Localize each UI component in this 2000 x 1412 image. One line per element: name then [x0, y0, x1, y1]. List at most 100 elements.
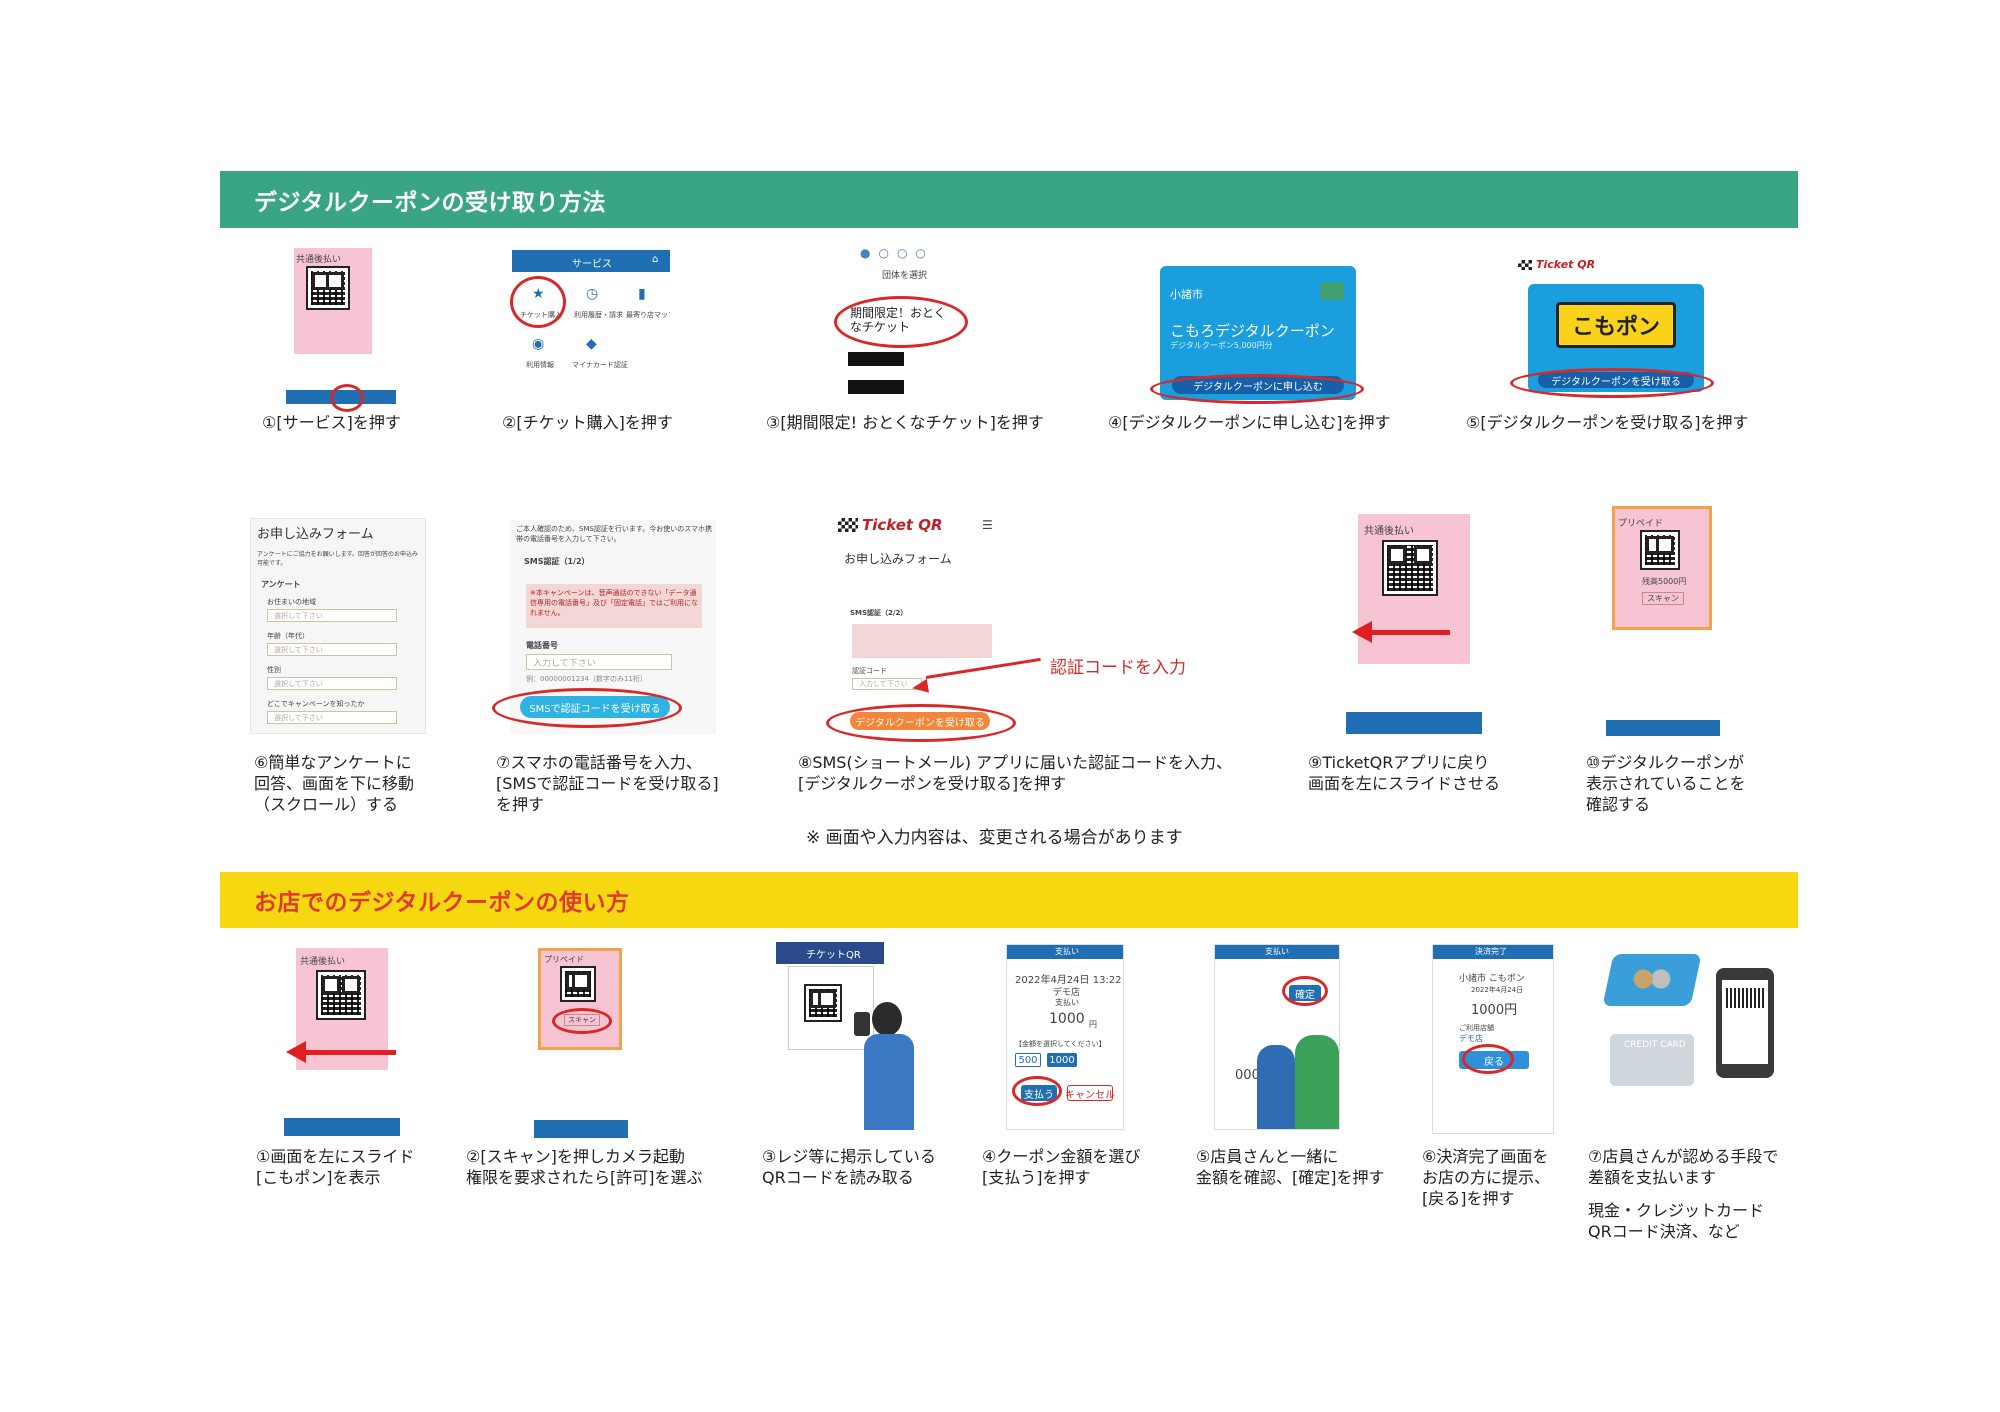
- qr-code: [560, 966, 596, 1002]
- bottom-nav: [284, 1118, 400, 1136]
- payment-amount: 1000: [1049, 1011, 1085, 1027]
- survey-select-2[interactable]: 選択して下さい: [267, 643, 397, 656]
- survey-section: アンケート: [261, 580, 301, 589]
- payment-label: 支払い: [1055, 998, 1079, 1007]
- camera-icon: ◉: [532, 336, 545, 352]
- step7-screenshot: ご本人確認のため、SMS認証を行います。今お使いのスマホ携帯の電話番号を入力して…: [510, 520, 716, 734]
- barcode-icon: [1726, 988, 1764, 1008]
- ticket-icon: ★: [532, 286, 545, 302]
- step1-caption: ①[サービス]を押す: [262, 413, 401, 432]
- use-step6-screenshot: 決済完了 小諸市 こもポン 2022年4月24日 1000円 ご利用店舗 デモ店…: [1432, 944, 1554, 1134]
- complete-header-label: 決済完了: [1475, 947, 1507, 956]
- qr-code: [1382, 540, 1438, 596]
- sms-intro: ご本人確認のため、SMS認証を行います。今お使いのスマホ携帯の電話番号を入力して…: [516, 525, 713, 543]
- use-step1-caption: ①画面を左にスライド [こもポン]を表示: [256, 1147, 415, 1187]
- qr-code: [316, 970, 366, 1020]
- coupon-title: こもろデジタルクーポン: [1170, 322, 1335, 340]
- receive-coupon-button[interactable]: デジタルクーポンを受け取る: [1538, 372, 1694, 388]
- step10-screenshot: プリペイド 残高5000円 スキャン: [1606, 506, 1720, 738]
- use-step1-screenshot: 共通後払い: [284, 948, 400, 1140]
- use-step5-caption: ⑤店員さんと一緒に 金額を確認、[確定]を押す: [1196, 1147, 1385, 1187]
- redacted-block-1: [848, 352, 904, 366]
- map-icon: ▮: [638, 286, 646, 302]
- pay-button[interactable]: 支払う: [1021, 1085, 1057, 1101]
- back-button[interactable]: 戻る: [1459, 1051, 1529, 1069]
- step9-screenshot: 共通後払い: [1346, 512, 1482, 738]
- use-step5-illustration: 支払い 確定 1000: [1214, 944, 1340, 1130]
- prepaid-label: プリペイド: [544, 955, 584, 964]
- card-label: 共通後払い: [296, 255, 342, 265]
- complete-shop: デモ店: [1459, 1034, 1483, 1043]
- step10-caption: ⑩デジタルクーポンが 表示されていることを 確認する: [1586, 753, 1746, 814]
- service-item-ticket: チケット購入: [520, 311, 562, 319]
- select-group-label: 団体を選択: [882, 271, 928, 281]
- qr-code: [306, 266, 350, 310]
- survey-q4: どこでキャンペーンを知ったか: [267, 700, 365, 708]
- card-label: 共通後払い: [300, 957, 346, 967]
- bottom-nav: [1606, 720, 1720, 736]
- receive-coupon-button[interactable]: デジタルクーポンを受け取る: [850, 712, 990, 730]
- step1-screenshot: 共通後払い: [286, 246, 396, 406]
- use-step3-illustration: チケットQR: [776, 942, 928, 1132]
- section-title: デジタルクーポンの受け取り方法: [254, 189, 607, 216]
- card-label: 共通後払い: [1364, 526, 1414, 537]
- code-input[interactable]: 入力して下さい: [852, 678, 922, 690]
- sms-code-button[interactable]: SMSで認証コードを受け取る: [520, 696, 670, 718]
- payment-header-label: 支払い: [1055, 947, 1079, 956]
- service-header-label: サービス: [572, 259, 612, 270]
- swipe-left-arrow: [1352, 621, 1450, 643]
- step4-caption: ④[デジタルクーポンに申し込む]を押す: [1108, 413, 1391, 432]
- survey-q2: 年齢（年代）: [267, 632, 309, 640]
- store-qr-header: [776, 942, 884, 964]
- komopon-logo: こもポン: [1556, 302, 1676, 348]
- scan-button[interactable]: スキャン: [1642, 592, 1684, 605]
- service-item-myna: マイナカード認証: [572, 361, 628, 369]
- form-title: お申し込みフォーム: [844, 552, 952, 566]
- survey-select-3[interactable]: 選択して下さい: [267, 677, 397, 690]
- use-step4-caption: ④クーポン金額を選び [支払う]を押す: [982, 1147, 1141, 1187]
- service-item-info: 利用情報: [526, 361, 554, 369]
- customer-figure: [1257, 1045, 1295, 1129]
- complete-amount: 1000円: [1471, 1003, 1518, 1018]
- step3-screenshot: ●○○○ 団体を選択 期間限定！おとくなチケット: [834, 246, 974, 396]
- progress-dots: ●○○○: [860, 246, 934, 260]
- survey-q3: 性別: [267, 666, 281, 674]
- cancel-button[interactable]: キャンセル: [1065, 1085, 1115, 1101]
- amount-option-1000[interactable]: 1000: [1047, 1053, 1077, 1067]
- sms-step: SMS認証（1/2）: [524, 557, 590, 566]
- section-title: お店でのデジタルクーポンの使い方: [254, 890, 630, 916]
- use-step4-screenshot: 支払い 2022年4月24日 13:22 デモ店 支払い 1000 円 【金額を…: [1006, 944, 1124, 1130]
- city-name: 小諸市: [1170, 288, 1203, 301]
- payment-store: デモ店: [1053, 988, 1081, 998]
- ticketqr-logo: Ticket QR: [838, 516, 943, 534]
- bottom-nav: [286, 390, 396, 404]
- payment-methods: 現金・クレジットカード QRコード決済、など: [1588, 1201, 1765, 1241]
- service-header: [512, 250, 670, 272]
- form-title: お申し込みフォーム: [257, 527, 374, 542]
- step7-caption: ⑦スマホの電話番号を入力、 [SMSで認証コードを受け取る] を押す: [496, 753, 719, 814]
- auth-code-annotation: 認証コードを入力: [1050, 658, 1186, 678]
- history-icon: ◷: [586, 286, 599, 302]
- phone-label: 電話番号: [526, 641, 558, 650]
- use-step2-screenshot: プリペイド スキャン: [534, 948, 628, 1140]
- sms-warning-box: [852, 624, 992, 658]
- step6-caption: ⑥簡単なアンケートに 回答、画面を下に移動 （スクロール）する: [254, 753, 415, 814]
- service-item-map: 最寄り店マップ: [626, 311, 670, 319]
- annotation-arrowhead: [911, 678, 929, 696]
- use-step2-caption: ②[スキャン]を押しカメラ起動 権限を要求されたら[許可]を選ぶ: [466, 1147, 703, 1187]
- amount-option-500[interactable]: 500: [1015, 1053, 1041, 1067]
- phone-input[interactable]: 入力して下さい: [526, 654, 672, 670]
- use-step7-caption: ⑦店員さんが認める手段で 差額を支払います: [1588, 1147, 1779, 1187]
- section-header-receive: デジタルクーポンの受け取り方法: [220, 171, 1798, 228]
- disclaimer-note: ※ 画面や入力内容は、変更される場合があります: [806, 828, 1183, 848]
- step8-screenshot: Ticket QR ☰ お申し込みフォーム SMS認証（2/2） 認証コード 入…: [838, 516, 1004, 738]
- swipe-left-arrow: [286, 1041, 396, 1063]
- sms-warning: ※本キャンペーンは、音声通話のできない「データ通信専用の電話番号」及び「固定電話…: [526, 584, 702, 628]
- survey-select-4[interactable]: 選択して下さい: [267, 711, 397, 724]
- confirm-button[interactable]: 確定: [1289, 985, 1321, 1001]
- apply-coupon-button[interactable]: デジタルクーポンに申し込む: [1172, 376, 1344, 394]
- use-step7-illustration: CREDIT CARD: [1602, 944, 1780, 1094]
- scan-button[interactable]: スキャン: [564, 1014, 600, 1026]
- step3-caption: ③[期間限定! おとくなチケット]を押す: [766, 413, 1044, 432]
- survey-select-1[interactable]: 選択して下さい: [267, 609, 397, 622]
